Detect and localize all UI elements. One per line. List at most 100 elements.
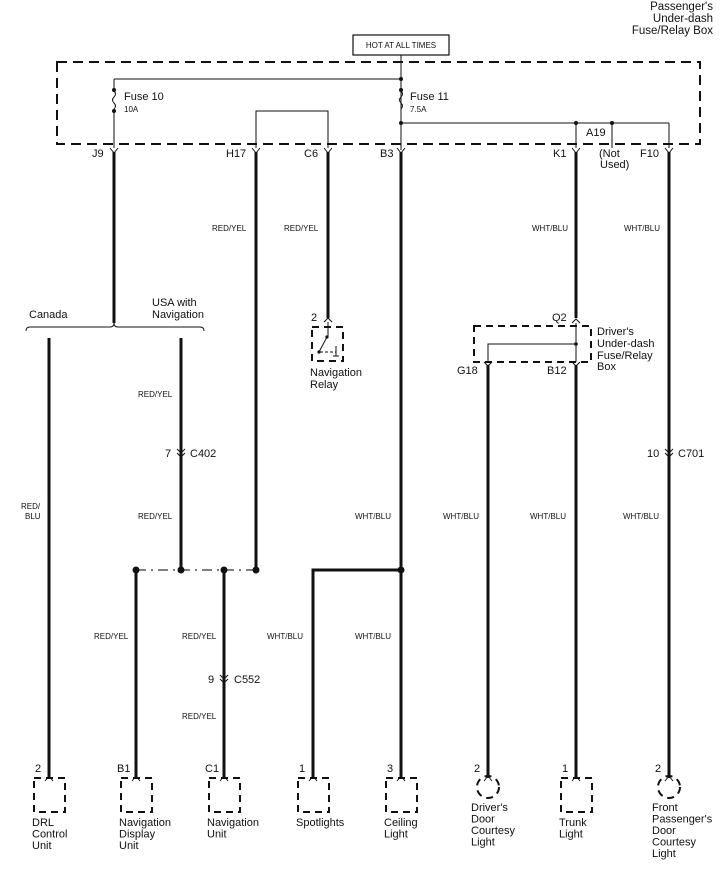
component-box — [33, 777, 66, 813]
component-lamp — [476, 775, 500, 799]
wire-color-nav-display: RED/YEL — [94, 632, 129, 641]
component-label: Trunk — [559, 817, 587, 829]
not-used-label-1: (Not — [599, 148, 620, 160]
component-connector — [131, 775, 141, 782]
wire-color-f10-lower: WHT/BLU — [623, 512, 659, 521]
component-pin: 1 — [562, 763, 568, 775]
option-bracket — [25, 322, 205, 332]
wire-color-usa-upper: RED/YEL — [138, 390, 173, 399]
nav-relay-pin: 2 — [311, 312, 317, 324]
fuse-11-top-node — [399, 88, 403, 92]
component-connector — [396, 775, 406, 782]
inline-connector-c552: 9 C552 — [208, 674, 260, 686]
component-box — [297, 777, 330, 813]
junction-node — [399, 77, 403, 81]
drivers-box-label-line2: Under-dash — [597, 338, 654, 350]
usa-label-line2: Navigation — [152, 309, 204, 321]
terminal-h17: H17 — [226, 148, 246, 160]
component-label: Control — [32, 829, 67, 841]
drivers-box-label-line4: Box — [597, 361, 616, 373]
fuse-10-top-node — [112, 88, 116, 92]
component-label: Driver's — [471, 802, 508, 814]
terminal-c6: C6 — [304, 148, 318, 160]
wire-color-k1: WHT/BLU — [532, 224, 568, 233]
component-connector — [571, 775, 581, 782]
fuse-10-label: Fuse 10 — [124, 91, 164, 103]
nav-relay-label-line1: Navigation — [310, 367, 362, 379]
terminal-g18: G18 — [457, 365, 478, 377]
passenger-fuse-box-border — [56, 61, 701, 145]
fuse-box-internal-wiring — [112, 55, 670, 150]
component-lamp — [657, 775, 681, 799]
inline-connector-c701: 10 C701 — [647, 448, 704, 460]
component-connector — [219, 775, 229, 782]
terminal-f10: F10 — [640, 148, 659, 160]
component-box — [560, 777, 593, 813]
wire-color-usa-lower: RED/YEL — [138, 512, 173, 521]
not-used-label-2: Used) — [600, 159, 629, 171]
fuse-11-rating: 7.5A — [410, 105, 427, 114]
connector-c552-label: C552 — [234, 674, 260, 686]
component-label: Light — [471, 837, 495, 849]
splice-node — [132, 566, 140, 574]
component-pin: B1 — [117, 763, 130, 775]
splice-node — [220, 566, 228, 574]
fuse-10-bottom-node — [112, 109, 116, 113]
fuse-box-title-line3: Fuse/Relay Box — [632, 25, 713, 37]
fuse-11-bottom-node — [399, 121, 403, 125]
component-label: Display — [119, 829, 156, 841]
wire-color-g18: WHT/BLU — [443, 512, 479, 521]
component-label: Ceiling — [384, 817, 418, 829]
component-box — [385, 777, 418, 813]
terminal-b12: B12 — [547, 365, 567, 377]
connector-c402-label: C402 — [190, 448, 216, 460]
components: 2DRLControlUnitB1NavigationDisplayUnitC1… — [32, 763, 713, 860]
component-box — [208, 777, 241, 813]
splice-node — [397, 566, 405, 574]
component-label: Front — [652, 802, 678, 814]
wires — [47, 152, 671, 778]
wire-color-ceiling: WHT/BLU — [355, 632, 391, 641]
component-label: Navigation — [207, 817, 259, 829]
wire-color-c6: RED/YEL — [284, 224, 319, 233]
drivers-box-label-line3: Fuse/Relay — [597, 350, 653, 362]
fuse-10-rating: 10A — [124, 105, 139, 114]
component-label: Door — [652, 825, 676, 837]
wire-color-canada-line2: BLU — [25, 512, 41, 521]
svg-text:9: 9 — [208, 674, 214, 686]
component-label: Light — [384, 829, 408, 841]
component-label: Unit — [207, 829, 227, 841]
component-label: Passenger's — [652, 814, 713, 826]
component-label: Spotlights — [296, 817, 345, 829]
wire-color-nav-unit-lower: RED/YEL — [182, 712, 217, 721]
component-pin: 1 — [299, 763, 305, 775]
k1-node — [574, 121, 578, 125]
fuse-box-title-line1: Passenger's — [650, 1, 713, 13]
terminal-k1: K1 — [553, 148, 566, 160]
component-label: Light — [559, 829, 583, 841]
fuse-box-title-line2: Under-dash — [653, 13, 713, 25]
component-pin: 2 — [474, 763, 480, 775]
terminal-b3: B3 — [380, 148, 393, 160]
terminal-q2: Q2 — [552, 312, 567, 324]
component-pin: 3 — [387, 763, 393, 775]
component-label: Navigation — [119, 817, 171, 829]
navigation-relay: 2 Navigation Relay — [310, 312, 362, 391]
wire-color-canada-line1: RED/ — [21, 502, 41, 511]
usa-label-line1: USA with — [152, 297, 197, 309]
nav-relay-label-line2: Relay — [310, 379, 339, 391]
fuse-11-label: Fuse 11 — [410, 91, 449, 103]
component-label: Unit — [32, 840, 52, 852]
component-label: Courtesy — [471, 825, 516, 837]
wire-color-b3: WHT/BLU — [355, 512, 391, 521]
wire-color-f10: WHT/BLU — [624, 224, 660, 233]
drivers-fuse-box: Q2 G18 B12 Driver's Under-dash Fuse/Rela… — [457, 312, 654, 377]
